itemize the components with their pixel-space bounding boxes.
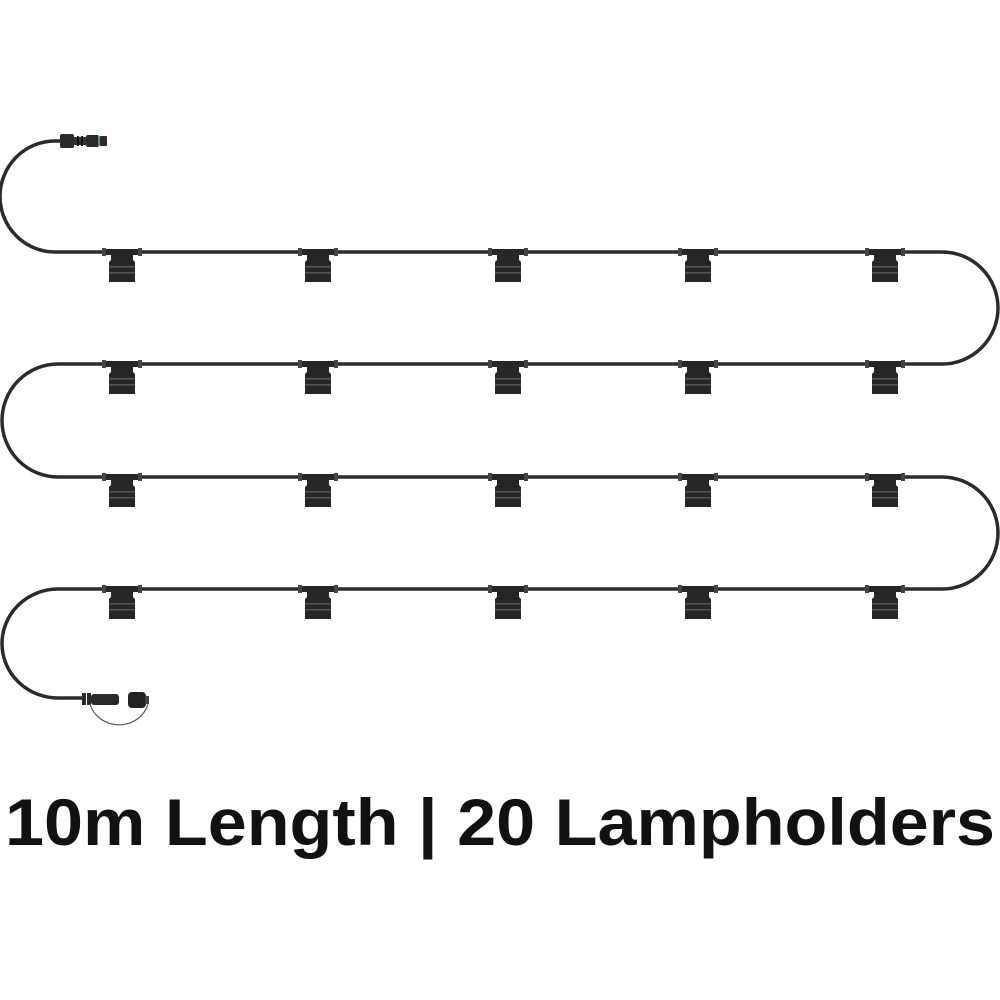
lampholder-icon — [865, 473, 905, 507]
lampholder-icon — [678, 248, 718, 282]
cable-path — [0, 139, 1000, 700]
cable — [0, 139, 1000, 700]
lampholders — [102, 248, 905, 619]
lampholder-icon — [488, 473, 528, 507]
lampholder-icon — [102, 248, 142, 282]
lampholder-icon — [678, 473, 718, 507]
lampholder-icon — [488, 248, 528, 282]
lampholder-icon — [102, 360, 142, 394]
lampholder-icon — [298, 473, 338, 507]
caption-text: 10m Length | 20 Lampholders — [5, 785, 995, 861]
lampholder-icon — [298, 585, 338, 619]
lampholder-icon — [102, 585, 142, 619]
lampholder-icon — [865, 585, 905, 619]
lampholder-icon — [102, 473, 142, 507]
lampholder-icon — [678, 360, 718, 394]
lampholder-icon — [488, 585, 528, 619]
lampholder-icon — [865, 360, 905, 394]
lampholder-icon — [865, 248, 905, 282]
lampholder-icon — [298, 248, 338, 282]
lampholder-icon — [678, 585, 718, 619]
output-connector-icon — [82, 692, 149, 726]
lampholder-icon — [488, 360, 528, 394]
input-connector-icon — [60, 134, 107, 148]
lampholder-icon — [298, 360, 338, 394]
